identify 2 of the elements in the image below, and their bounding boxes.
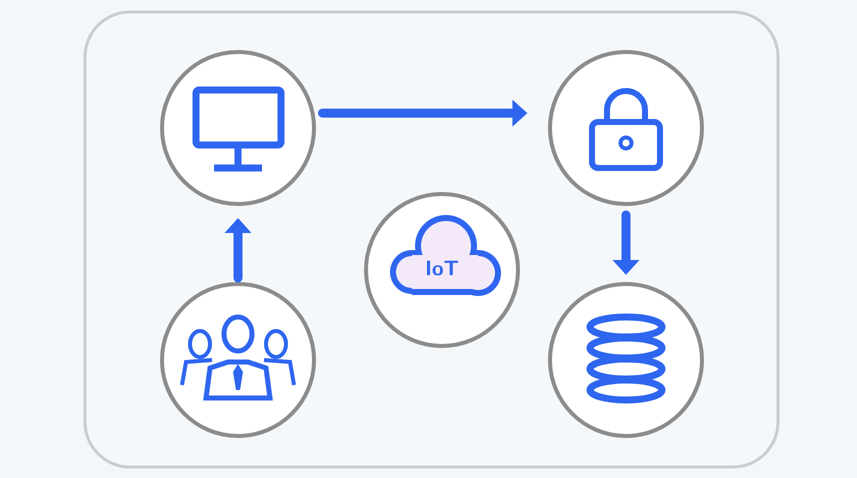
icon-circle <box>548 50 704 206</box>
icon-circle <box>160 50 316 206</box>
